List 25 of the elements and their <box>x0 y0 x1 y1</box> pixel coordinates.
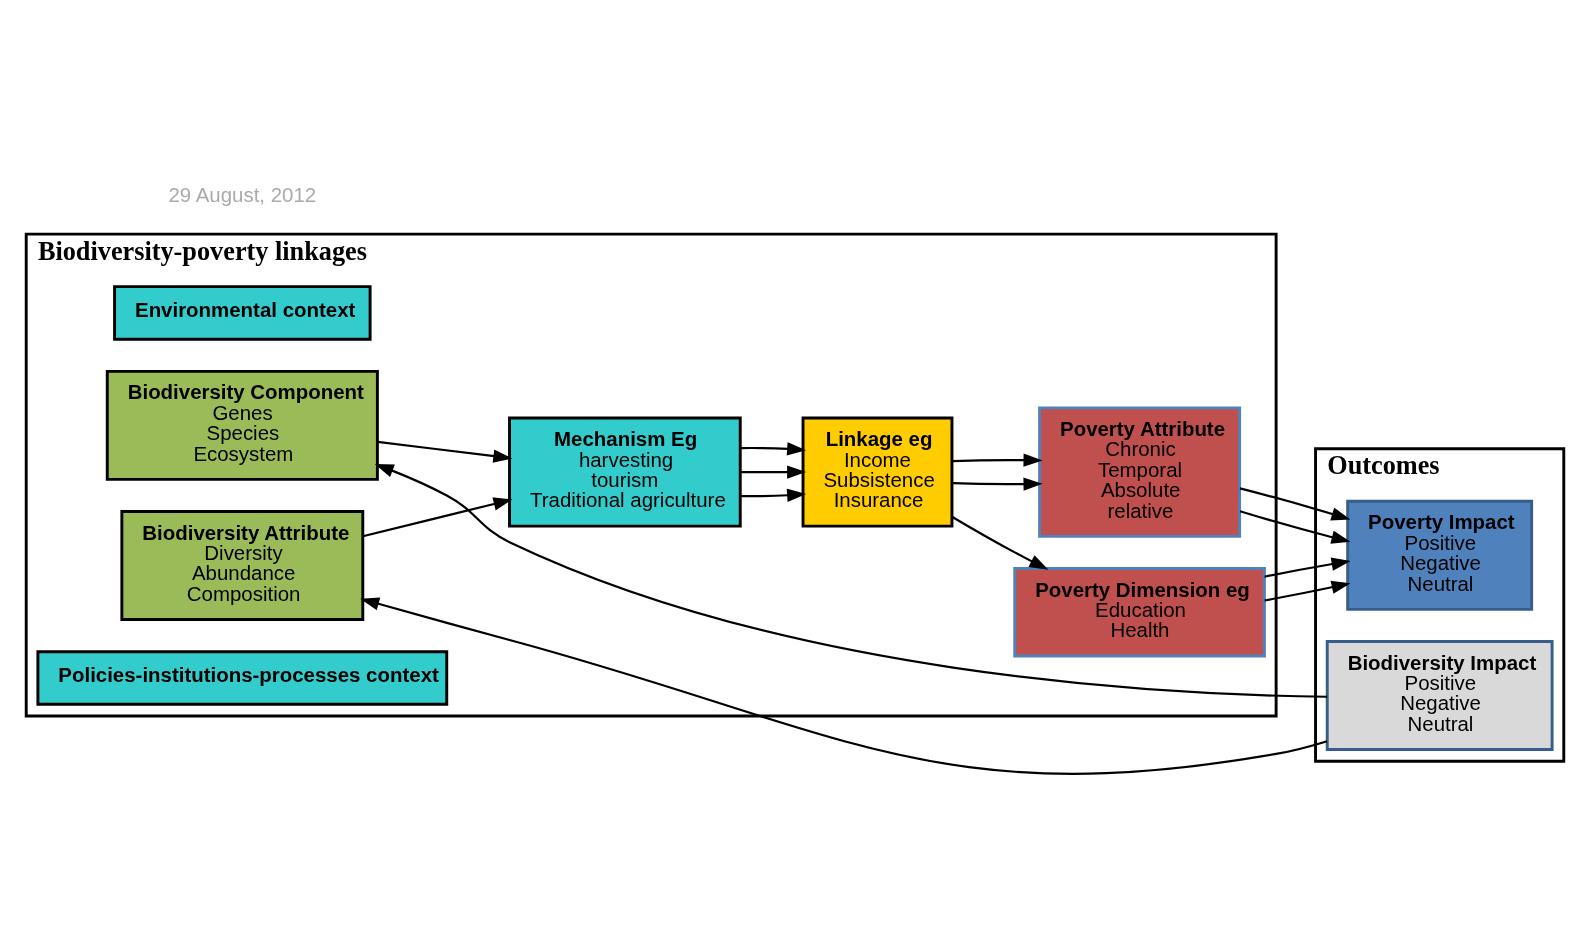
arrow <box>740 465 807 479</box>
arrow <box>374 463 1328 698</box>
node-box: Poverty Dimension eg Education Health <box>1013 567 1266 658</box>
node-box: Linkage eg Income Subsistence Insurance <box>801 416 954 528</box>
node-box: Biodiversity Attribute Diversity Abundance Composition <box>120 510 365 622</box>
node-box: Poverty Impact Positive Negative Neutral <box>1346 499 1534 611</box>
arrow <box>377 440 513 463</box>
label: 29 August, 2012 <box>168 182 317 206</box>
arrow <box>360 597 1328 775</box>
arrow <box>1239 510 1351 544</box>
arrow <box>362 497 513 538</box>
node-box: Mechanism Eg harvesting tourism Traditional agriculture <box>508 416 742 528</box>
node-box: Environmental context <box>113 285 372 341</box>
arrow <box>951 516 1049 570</box>
arrow <box>952 453 1043 467</box>
node-box: Biodiversity Impact Positive Negative Neutral <box>1325 640 1554 751</box>
arrow <box>1264 580 1351 602</box>
node-box: Policies-institutions-processes context <box>36 650 449 706</box>
arrow <box>1239 487 1351 521</box>
arrow <box>740 442 807 456</box>
arrow <box>740 488 807 502</box>
node-box: Poverty Attribute Chronic Temporal Absolute relative <box>1038 406 1242 538</box>
arrow <box>952 477 1043 491</box>
arrow <box>1264 557 1351 578</box>
node-box: Biodiversity Component Genes Species Ecosystem <box>105 369 379 481</box>
